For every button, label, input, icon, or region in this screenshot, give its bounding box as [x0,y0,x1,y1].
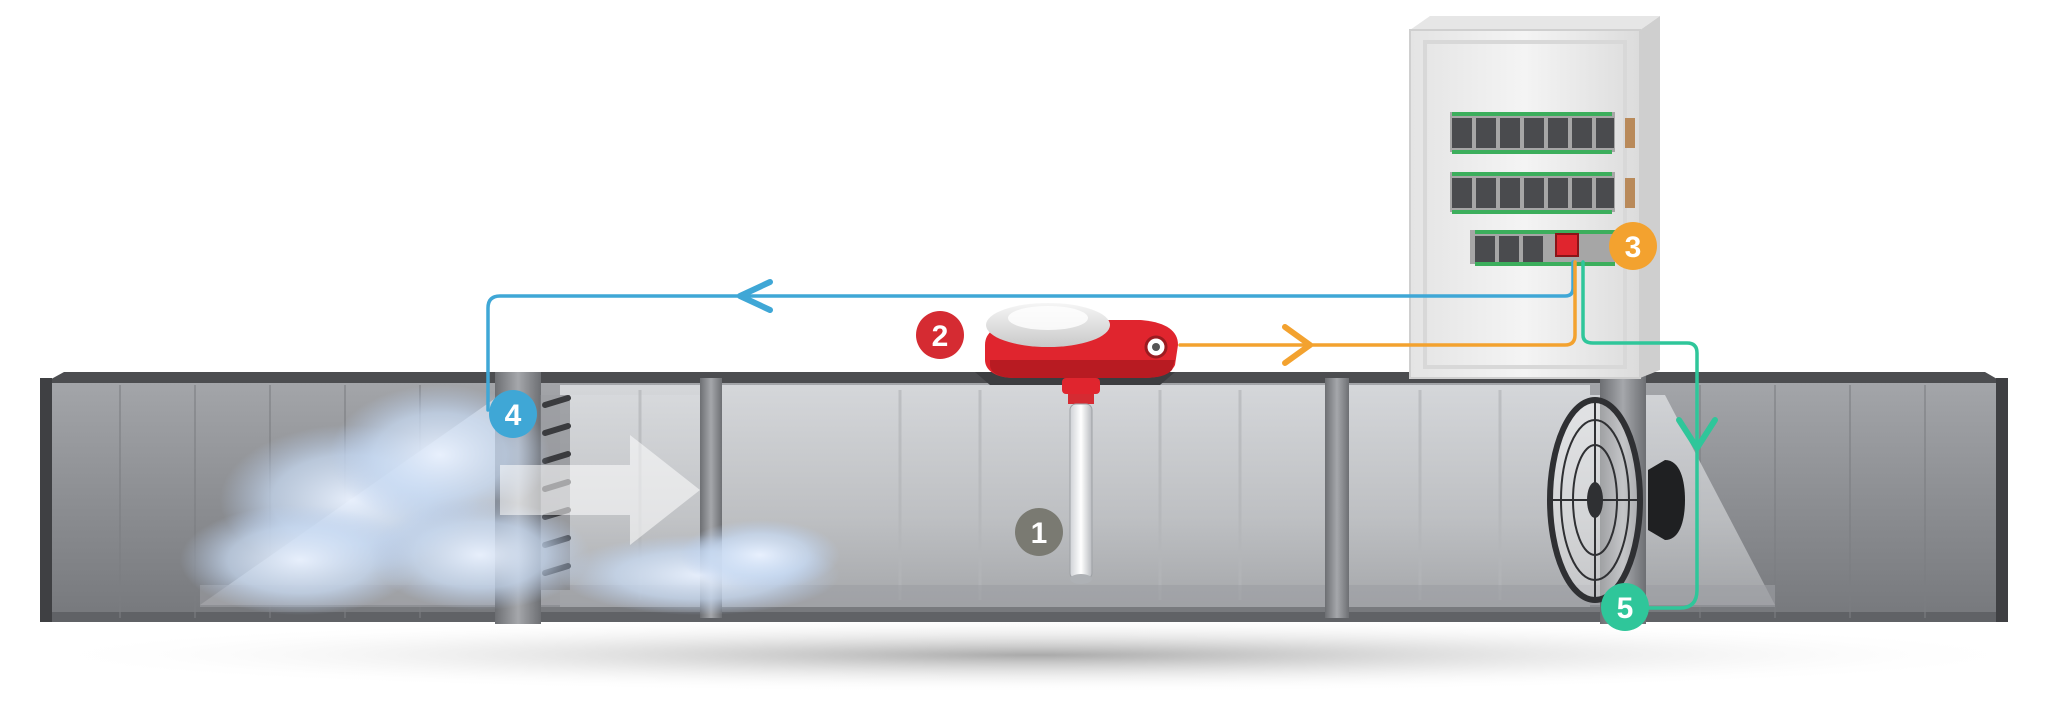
connection-line-detector-to-panel [1178,260,1577,347]
arrowhead-blue [737,279,773,313]
duct-flange [1325,378,1349,618]
arrowhead-green [1676,417,1718,451]
panel-modules [1452,118,1614,262]
marker-label: 3 [1625,231,1642,264]
duct-end-cap-right [1996,378,2008,622]
connection-line-panel-to-fan [1581,260,1699,610]
marker-5: 5 [1601,583,1649,631]
control-panel-cabinet [1409,16,1660,379]
marker-1: 1 [1015,508,1063,556]
smoke-cloud [180,385,840,615]
duct-end-cap-left [40,378,52,622]
relay-module [1555,233,1579,257]
panel-terminal-strips [1452,112,1615,266]
connection-line-panel-to-damper [486,260,1575,412]
connection-lines [486,260,1699,610]
marker-circle [489,390,537,438]
marker-4: 4 [489,390,537,438]
duct-bottom-edge [44,612,2004,622]
duct-smoke-detector [975,303,1178,394]
sampling-probe [1068,392,1094,584]
arrowhead-orange [1282,324,1313,366]
marker-circle [1609,222,1657,270]
marker-2: 2 [916,311,964,359]
exhaust-fan [1547,397,1685,603]
airflow-arrow [500,435,700,545]
marker-circle [916,311,964,359]
floor-shadow [25,617,2045,693]
marker-circle [1601,583,1649,631]
marker-label: 4 [505,399,522,432]
marker-label: 2 [932,320,949,353]
marker-circle [1015,508,1063,556]
marker-3: 3 [1609,222,1657,270]
marker-label: 1 [1031,517,1048,550]
marker-label: 5 [1617,592,1634,625]
